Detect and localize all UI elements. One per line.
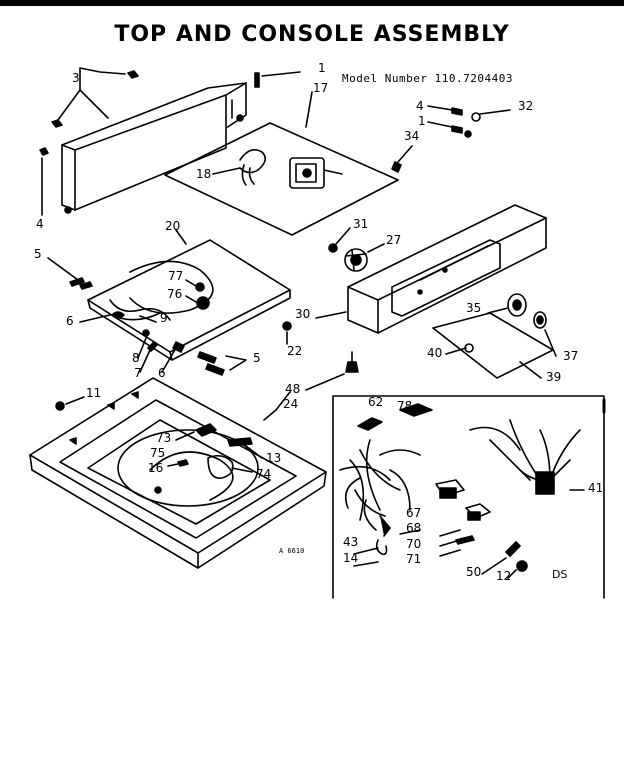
wiring-harness-panel (332, 395, 606, 599)
callout-c24: 24 (283, 397, 298, 411)
callout-c4b: 4 (416, 99, 424, 113)
callout-c6b: 6 (158, 366, 166, 380)
callout-c78: 78 (397, 399, 412, 413)
callout-c16: 16 (148, 461, 163, 475)
bracket-screws (39, 70, 260, 156)
callout-c62: 62 (368, 395, 383, 409)
callout-c75: 75 (150, 446, 165, 460)
callout-c50: 50 (466, 565, 481, 579)
console-panel (315, 204, 547, 334)
control-tray (87, 229, 291, 361)
callout-c34: 34 (404, 129, 419, 143)
callout-c39: 39 (546, 370, 561, 384)
callout-c68: 68 (406, 521, 421, 535)
callout-c41: 41 (588, 481, 603, 495)
callout-c31: 31 (353, 217, 368, 231)
diagram-title: TOP AND CONSOLE ASSEMBLY (114, 22, 510, 47)
callout-c11: 11 (86, 386, 101, 400)
callout-c37: 37 (563, 349, 578, 363)
callout-c5a: 5 (34, 247, 42, 261)
callout-c22: 22 (287, 344, 302, 358)
callout-c17: 17 (313, 81, 328, 95)
washer-top (29, 377, 327, 569)
callout-c35: 35 (466, 301, 481, 315)
callout-c74: 74 (256, 467, 271, 481)
callout-c7: 7 (134, 366, 142, 380)
callout-c8: 8 (132, 351, 140, 365)
control-hardware (47, 257, 292, 376)
callout-c71: 71 (406, 552, 421, 566)
callout-c70: 70 (406, 537, 421, 551)
drawing-code: A 6610 (279, 547, 305, 555)
callout-c73: 73 (156, 431, 171, 445)
callout-c67: 67 (406, 506, 421, 520)
callout-c40: 40 (427, 346, 442, 360)
callout-c43: 43 (343, 535, 358, 549)
callout-c30: 30 (295, 307, 310, 321)
callout-c12: 12 (496, 569, 511, 583)
glide-48 (305, 351, 359, 391)
callout-c6a: 6 (66, 314, 74, 328)
console-screws (391, 105, 511, 173)
callout-c13: 13 (266, 451, 281, 465)
callout-c1b: 1 (418, 114, 426, 128)
callout-c18: 18 (196, 167, 211, 181)
callout-c9: 9 (160, 311, 168, 325)
lid-switch-parts (167, 423, 263, 479)
model-number: Model Number 110.7204403 (342, 72, 513, 85)
top-border-bar (0, 0, 624, 6)
corner-mark: DS (552, 568, 568, 581)
callout-c32: 32 (518, 99, 533, 113)
callout-c48: 48 (285, 382, 300, 396)
timer-knob (328, 227, 385, 272)
rear-console-bracket (61, 82, 247, 214)
callout-c3: 3 (72, 71, 80, 85)
selector-knobs (432, 293, 557, 379)
callout-c4a: 4 (36, 217, 44, 231)
callout-c27: 27 (386, 233, 401, 247)
callout-c76: 76 (167, 287, 182, 301)
timer-parts-panel (164, 91, 399, 236)
callout-c1a: 1 (318, 61, 326, 75)
callout-c5b: 5 (253, 351, 261, 365)
callout-c20: 20 (165, 219, 180, 233)
callout-c77: 77 (168, 269, 183, 283)
callout-c14: 14 (343, 551, 358, 565)
